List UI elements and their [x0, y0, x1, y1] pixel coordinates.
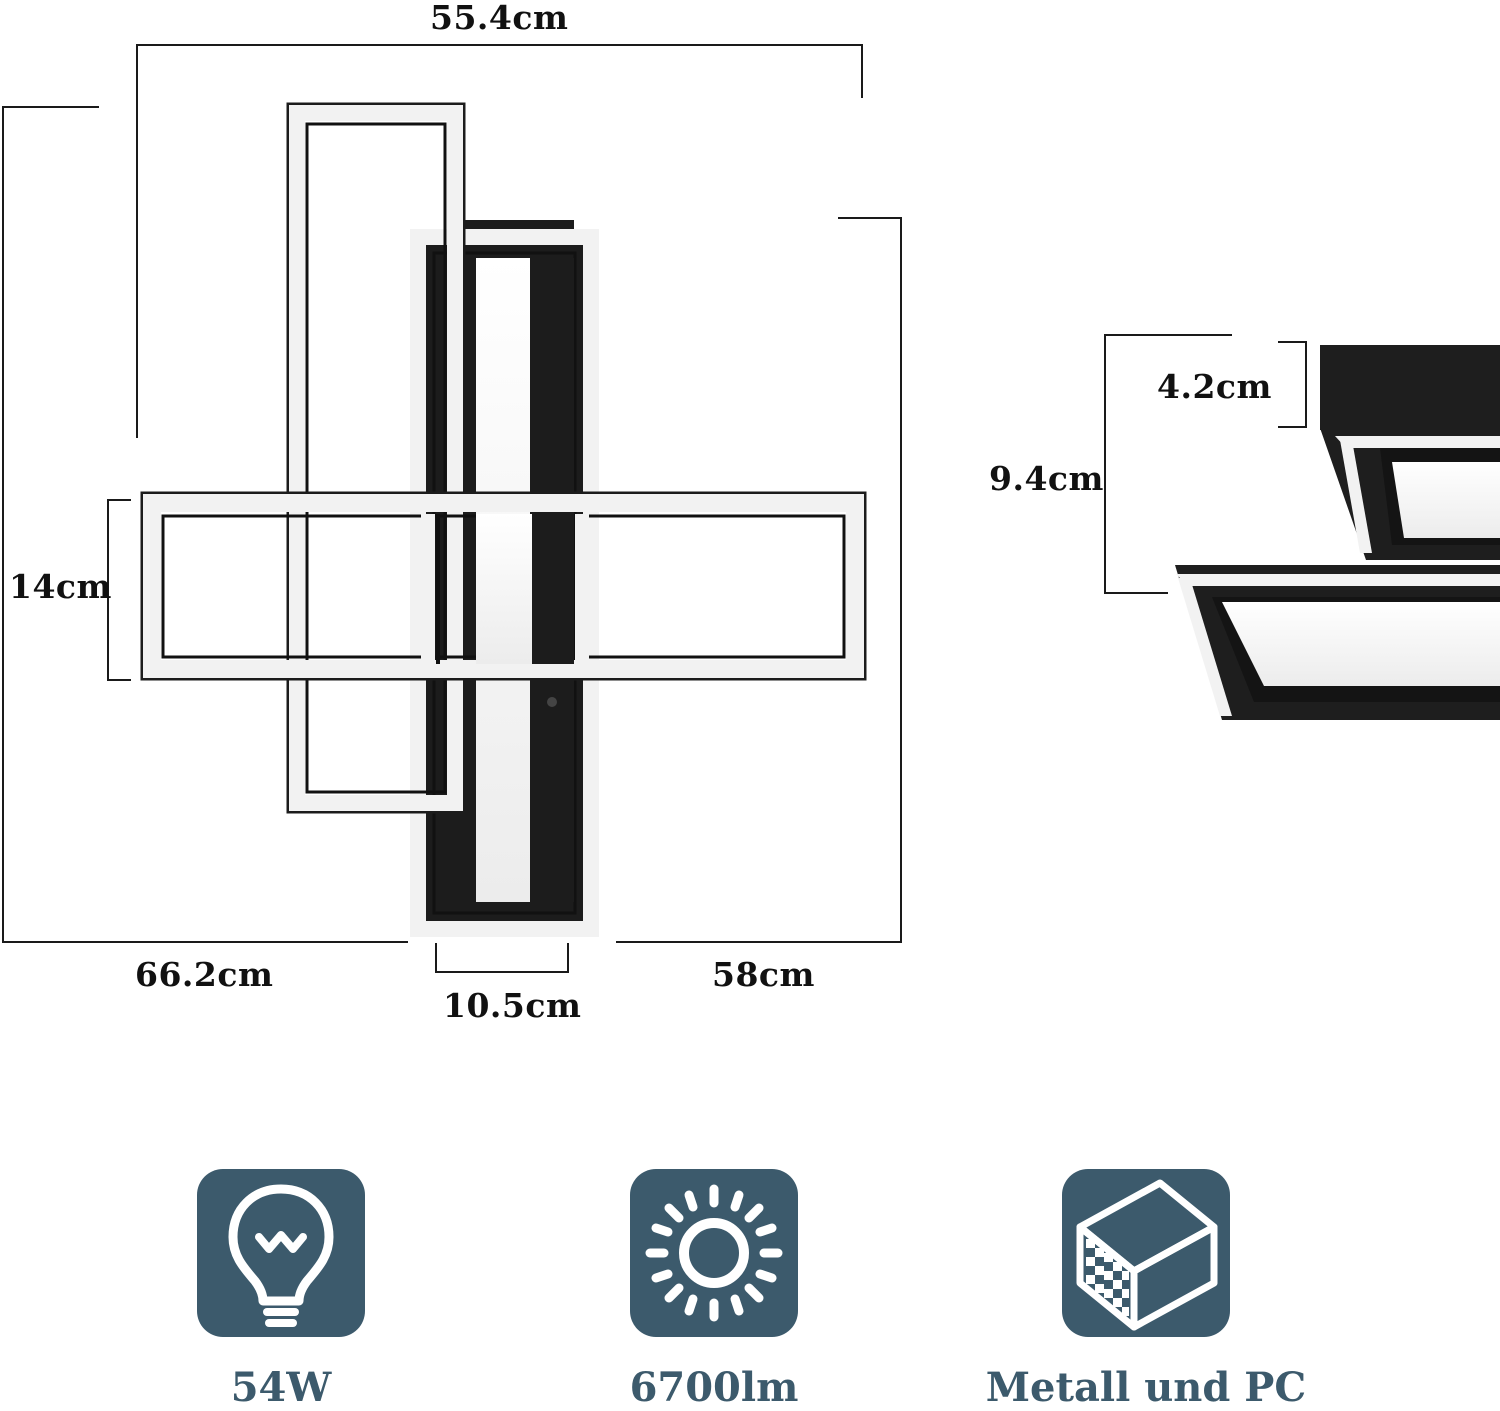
height-left-line [2, 106, 408, 943]
side-upper-line [1278, 341, 1307, 428]
side-dimension-lines [1104, 334, 1307, 594]
lamp-front-view [140, 102, 867, 937]
height-right-line [616, 217, 902, 943]
feature-label-lumen: 6700lm [629, 1364, 799, 1411]
bar-height-line [107, 499, 131, 681]
dim-height-left: 66.2cm [135, 955, 274, 994]
lightbulb-icon [228, 1184, 334, 1327]
dim-height-right: 58cm [712, 955, 815, 994]
sun-icon [645, 1184, 783, 1322]
side-total-line [1104, 334, 1232, 594]
dim-width-top: 55.4cm [430, 0, 569, 37]
dimension-lines [2, 44, 902, 973]
feature-label-material: Metall und PC [985, 1364, 1307, 1411]
feature-tile-lumen [630, 1169, 798, 1337]
cube-icon [1076, 1179, 1218, 1331]
feature-tile-power [197, 1169, 365, 1337]
bar-width-line [435, 943, 569, 973]
dim-side-total: 9.4cm [989, 459, 1104, 498]
feature-label-power: 54W [230, 1364, 332, 1411]
width-top-line [136, 44, 863, 438]
dim-side-upper: 4.2cm [1157, 367, 1272, 406]
dim-bar-height: 14cm [9, 567, 112, 606]
feature-tile-material [1062, 1169, 1230, 1337]
frame-horizontal [140, 491, 867, 681]
dim-bar-width: 10.5cm [443, 986, 582, 1025]
frame-vertical-left [286, 102, 466, 814]
lamp-side-view [1175, 345, 1500, 720]
